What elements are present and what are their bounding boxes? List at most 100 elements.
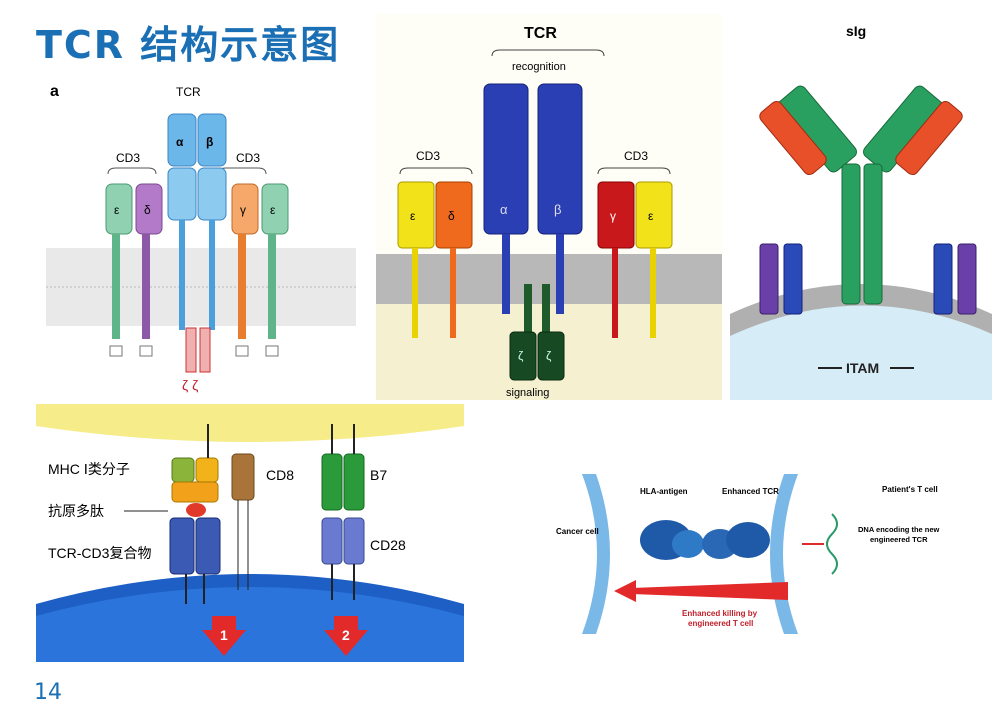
panel-a-zeta-left bbox=[185, 327, 197, 373]
panel-a-svg: a TCR CD3 CD3 ε δ α β γ ε ζ ζ bbox=[46, 83, 356, 393]
panel-c-itam: ITAM bbox=[846, 360, 879, 376]
page-title: TCR 结构示意图 bbox=[36, 23, 341, 67]
panel-e-killing-arrowhead bbox=[614, 580, 636, 602]
panel-b-chain-delta: δ bbox=[448, 209, 455, 223]
panel-b-gamma-stalk bbox=[612, 248, 618, 338]
panel-b-tcr-cd3: TCR recognition α β CD3 ε δ CD3 γ ε ζ ζ … bbox=[376, 14, 722, 400]
panel-a-itam-4 bbox=[265, 345, 279, 357]
panel-a-cd3-right: CD3 bbox=[236, 151, 260, 165]
panel-d-tcr-label: TCR-CD3复合物 bbox=[48, 545, 151, 561]
panel-d-mhc-c bbox=[171, 481, 219, 503]
panel-d-tcr-right bbox=[195, 517, 221, 575]
panel-b-chain-gamma: γ bbox=[610, 209, 616, 223]
panel-b-beta-stalk bbox=[556, 234, 564, 314]
panel-a-zeta-label: ζ ζ bbox=[182, 377, 198, 393]
panel-e-killing-arrow bbox=[632, 582, 788, 600]
panel-b-epsilon-right bbox=[635, 181, 673, 249]
panel-c-cell bbox=[730, 304, 992, 400]
panel-b-signaling: signaling bbox=[506, 387, 549, 399]
panel-a-itam-2 bbox=[139, 345, 153, 357]
panel-d-mhc-a bbox=[171, 457, 195, 483]
panel-c-fc-right bbox=[863, 163, 883, 305]
panel-a-letter: a bbox=[50, 83, 59, 100]
panel-b-zeta-stalk-left bbox=[524, 284, 532, 334]
panel-a-zeta-right bbox=[199, 327, 211, 373]
panel-b-epsilon-left-stalk bbox=[412, 248, 418, 338]
panel-d-cd8 bbox=[231, 453, 255, 501]
panel-b-cd3-left: CD3 bbox=[416, 149, 440, 163]
panel-b-chain-epsilon-right: ε bbox=[648, 209, 654, 223]
panel-e-tcell-membrane bbox=[770, 474, 798, 634]
panel-a-brace-left bbox=[107, 167, 157, 175]
panel-c-light-right bbox=[895, 100, 963, 176]
panel-c-sig: sIg ITAM bbox=[730, 14, 992, 400]
panel-b-chain-epsilon-left: ε bbox=[410, 209, 416, 223]
panel-d-costimulation: MHC Ⅰ类分子 抗原多肽 TCR-CD3复合物 CD8 B7 CD28 1 2 bbox=[36, 404, 464, 662]
panel-a-chain-gamma: γ bbox=[240, 203, 246, 217]
panel-a-chain-epsilon-left: ε bbox=[114, 203, 120, 217]
panel-e-patient-label: Patient's T cell bbox=[882, 485, 938, 494]
panel-a-tcr-diagram: a TCR CD3 CD3 ε δ α β γ ε ζ ζ bbox=[36, 76, 366, 396]
panel-b-chain-zeta-left: ζ bbox=[518, 349, 524, 363]
panel-a-beta-stalk bbox=[209, 220, 215, 330]
panel-e-engineered-tcr: Cancer cell HLA-antigen Enhanced TCR Pat… bbox=[552, 474, 964, 634]
panel-d-cd8-label: CD8 bbox=[266, 467, 294, 483]
panel-b-cd3-right: CD3 bbox=[624, 149, 648, 163]
panel-a-chain-delta: δ bbox=[144, 203, 151, 217]
panel-b-svg: TCR recognition α β CD3 ε δ CD3 γ ε ζ ζ … bbox=[376, 25, 722, 400]
panel-b-brace-top bbox=[491, 49, 605, 57]
panel-a-itam-1 bbox=[109, 345, 123, 357]
panel-a-membrane bbox=[46, 248, 356, 326]
panel-d-svg: MHC Ⅰ类分子 抗原多肽 TCR-CD3复合物 CD8 B7 CD28 1 2 bbox=[36, 404, 464, 662]
panel-c-igbeta-right bbox=[933, 243, 953, 315]
panel-d-apc bbox=[36, 404, 464, 442]
panel-e-enhanced-tcr-label: Enhanced TCR bbox=[722, 487, 779, 496]
panel-d-peptide bbox=[186, 503, 206, 517]
panel-d-signal-arrow-1 bbox=[202, 616, 246, 656]
panel-b-delta-stalk bbox=[450, 248, 456, 338]
panel-b-epsilon-left bbox=[397, 181, 435, 249]
panel-c-igbeta-left bbox=[783, 243, 803, 315]
panel-d-signal-1: 1 bbox=[220, 627, 228, 643]
panel-d-mhc-b bbox=[195, 457, 219, 483]
panel-d-b7-right bbox=[343, 453, 365, 511]
panel-b-gamma bbox=[597, 181, 635, 249]
panel-e-killing-line1: Enhanced killing by bbox=[682, 609, 758, 618]
panel-b-zeta-stalk-right bbox=[542, 284, 550, 334]
panel-b-epsilon-right-stalk bbox=[650, 248, 656, 338]
panel-e-dna-helix bbox=[826, 513, 838, 575]
panel-d-tcell-inner bbox=[36, 587, 464, 662]
panel-e-svg: Cancer cell HLA-antigen Enhanced TCR Pat… bbox=[556, 474, 940, 634]
panel-d-tcr-left bbox=[169, 517, 195, 575]
panel-d-mhc-label: MHC Ⅰ类分子 bbox=[48, 461, 130, 477]
panel-b-zeta-right bbox=[537, 331, 565, 381]
panel-c-igalpha-right bbox=[957, 243, 977, 315]
panel-e-dna-line2: engineered TCR bbox=[870, 535, 928, 544]
page-number: 14 bbox=[34, 680, 62, 705]
panel-a-beta-top bbox=[197, 113, 227, 167]
panel-d-signal-arrow-2 bbox=[324, 616, 368, 656]
panel-a-tcr-label: TCR bbox=[176, 85, 201, 99]
panel-a-alpha-top bbox=[167, 113, 197, 167]
panel-a-beta-bottom bbox=[197, 167, 227, 221]
panel-e-antigen bbox=[672, 530, 704, 558]
panel-e-cancer-membrane bbox=[582, 474, 610, 634]
panel-d-cd28-label: CD28 bbox=[370, 537, 406, 553]
panel-b-chain-zeta-right: ζ bbox=[546, 349, 552, 363]
panel-d-cd28-left bbox=[321, 517, 343, 565]
panel-a-itam-3 bbox=[235, 345, 249, 357]
panel-b-alpha-stalk bbox=[502, 234, 510, 314]
panel-b-brace-right bbox=[597, 167, 671, 175]
panel-d-b7-label: B7 bbox=[370, 467, 387, 483]
panel-d-signal-2: 2 bbox=[342, 627, 350, 643]
panel-b-chain-beta: β bbox=[554, 202, 561, 217]
panel-a-chain-epsilon-right: ε bbox=[270, 203, 276, 217]
panel-a-chain-alpha: α bbox=[176, 135, 184, 149]
panel-c-fc-left bbox=[841, 163, 861, 305]
panel-c-svg: sIg ITAM bbox=[730, 23, 992, 400]
panel-b-chain-alpha: α bbox=[500, 202, 508, 217]
panel-a-alpha-stalk bbox=[179, 220, 185, 330]
panel-a-gamma-stalk bbox=[238, 234, 246, 339]
panel-e-tcr-b bbox=[726, 522, 770, 558]
panel-a-delta-stalk bbox=[142, 234, 150, 339]
